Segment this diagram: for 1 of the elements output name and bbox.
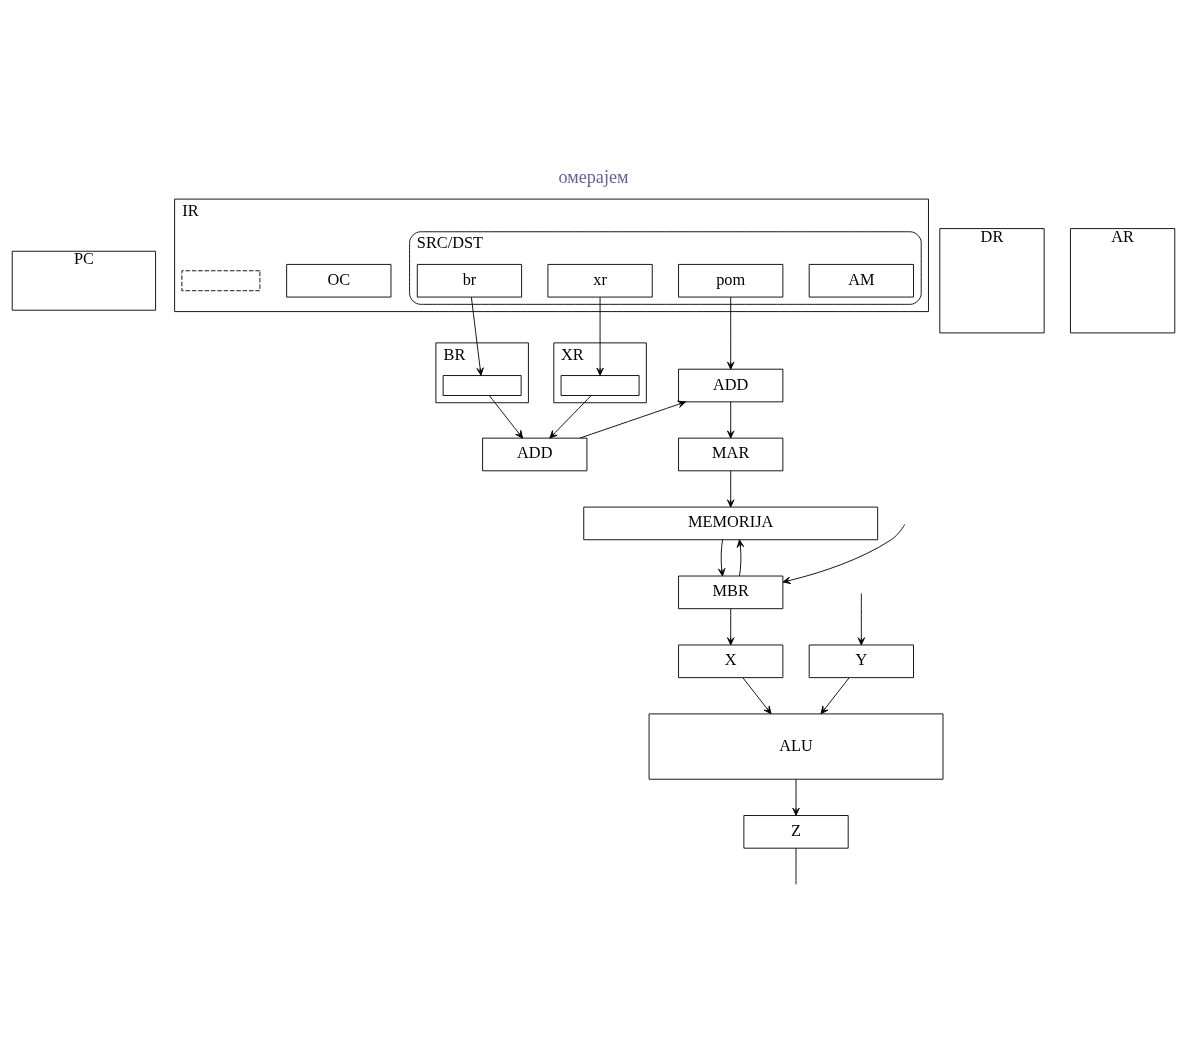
- diagram-title: омерајем: [558, 166, 629, 187]
